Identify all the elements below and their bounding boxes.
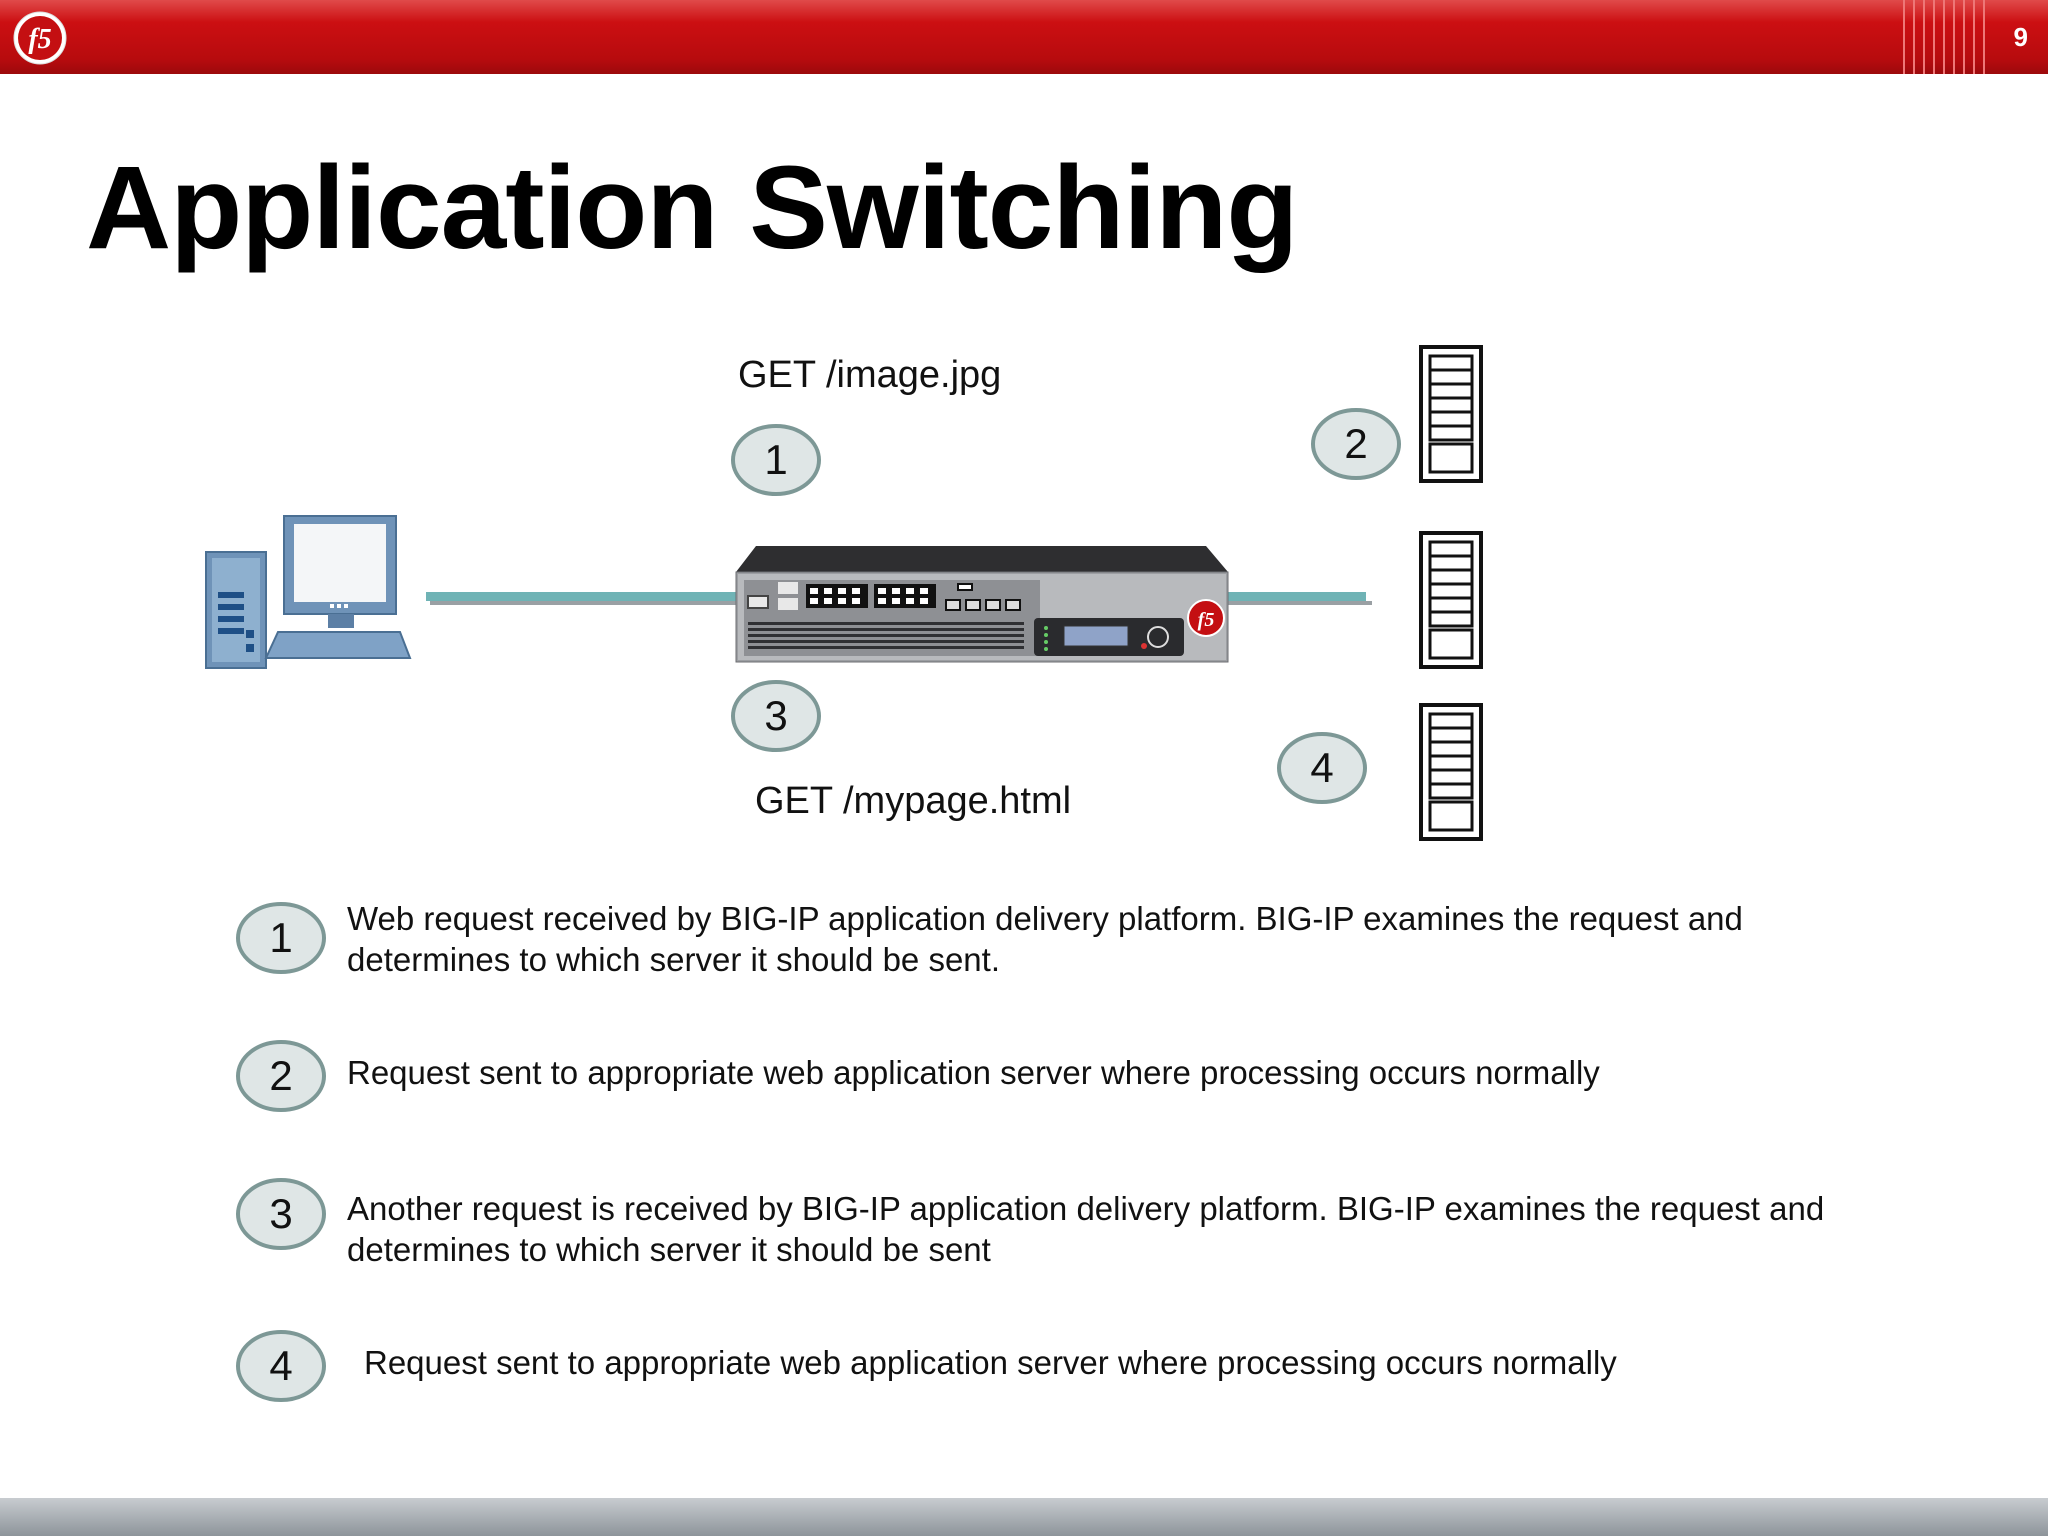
step-2-badge: 2 [236,1040,326,1112]
svg-text:f5: f5 [28,24,51,55]
big-ip-device-icon: f5 [735,546,1229,663]
slide-title: Application Switching [86,142,1298,274]
footer-bar [0,1498,2048,1536]
step-3-badge: 3 [236,1178,326,1250]
steps-list: 1 Web request received by BIG-IP applica… [0,880,2048,1420]
client-computer-icon [205,515,412,669]
server-2-icon [1419,531,1483,669]
step-4-text: Request sent to appropriate web applicat… [364,1344,1617,1381]
header-bar: f5 9 [0,0,2048,74]
svg-text:4: 4 [1310,744,1333,791]
step-4-badge: 4 [236,1330,326,1402]
step-2-text: Request sent to appropriate web applicat… [347,1054,1600,1091]
server-1-icon [1419,345,1483,483]
step-3-text: Another request is received by BIG-IP ap… [347,1190,1825,1268]
f5-logo: f5 [12,10,68,66]
header-decoration [1903,0,1985,74]
page-number: 9 [2013,22,2028,52]
svg-text:3: 3 [269,1190,292,1237]
server-3-icon [1419,703,1483,841]
request-label-image: GET /image.jpg [738,354,1002,396]
svg-text:4: 4 [269,1342,292,1389]
network-diagram: f5 GET /image.jpg GET /mypage.html 1 2 3… [205,345,1483,841]
svg-text:1: 1 [269,914,292,961]
diagram-badge-4: 4 [1277,732,1367,804]
step-1-text: Web request received by BIG-IP applicati… [347,900,1743,978]
step-1-badge: 1 [236,902,326,974]
svg-text:3: 3 [764,692,787,739]
diagram-badge-3: 3 [731,680,821,752]
svg-text:2: 2 [1344,420,1367,467]
diagram-badge-2: 2 [1311,408,1401,480]
svg-text:f5: f5 [1198,609,1215,631]
diagram-badge-1: 1 [731,424,821,496]
client-link-line [426,592,746,605]
request-label-mypage: GET /mypage.html [755,780,1072,822]
svg-text:2: 2 [269,1052,292,1099]
svg-text:1: 1 [764,436,787,483]
server-link-line [1222,592,1372,605]
